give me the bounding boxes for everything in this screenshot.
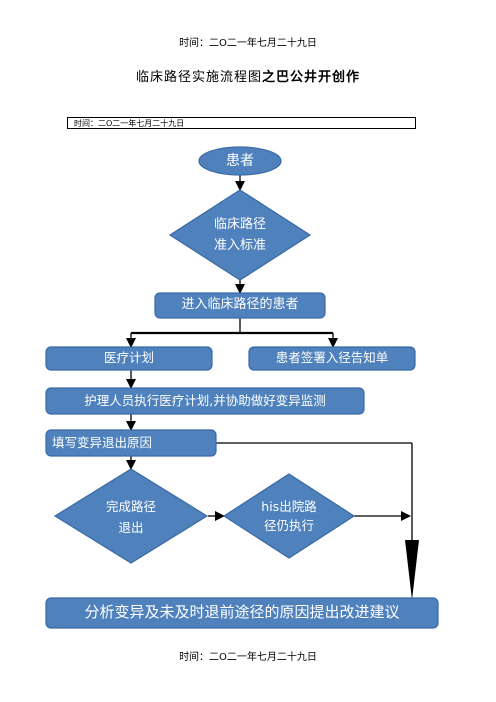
node-entered xyxy=(154,292,326,319)
big-arrowhead xyxy=(405,540,419,600)
node-plan xyxy=(45,346,213,371)
node-patient xyxy=(198,146,282,176)
page-footer: 时间：二O二一年七月二十九日 xyxy=(179,652,317,663)
page-header: 时间：二O二一年七月二十九日 xyxy=(179,38,317,49)
connectors xyxy=(126,174,413,560)
node-analysis xyxy=(45,597,439,629)
label-nurse: 护理人员执行医疗计划,并协助做好变异监测 xyxy=(84,393,326,408)
label-his-2: 径仍执行 xyxy=(263,518,314,533)
page-title: 临床路径实施流程图之巴公井开创作 xyxy=(0,66,496,85)
label-complete-1: 完成路径 xyxy=(105,499,156,514)
label-plan: 医疗计划 xyxy=(103,350,154,365)
node-his xyxy=(222,473,356,559)
label-consent: 患者签署入径告知单 xyxy=(275,350,389,365)
label-his-1: his出院路 xyxy=(261,499,317,514)
node-nurse xyxy=(45,387,365,415)
label-criteria-1: 临床路径 xyxy=(213,217,266,232)
label-variation: 填写变异退出原因 xyxy=(52,435,153,450)
node-variation xyxy=(45,429,217,457)
nodes xyxy=(45,146,439,629)
title-suffix: 之巴公井开创作 xyxy=(262,70,361,85)
label-complete-2: 退出 xyxy=(118,520,144,535)
node-complete xyxy=(53,468,209,564)
label-criteria-2: 准入标准 xyxy=(213,238,266,253)
node-criteria xyxy=(168,189,312,281)
label-entered: 进入临床路径的患者 xyxy=(181,297,299,312)
time-box: 时间：二O二一年七月二十九日 xyxy=(67,117,416,129)
title-main: 临床路径实施流程图 xyxy=(135,70,262,85)
label-patient: 患者 xyxy=(226,153,254,169)
label-analysis: 分析变异及未及时退前途径的原因提出改进建议 xyxy=(84,603,400,621)
node-consent xyxy=(248,346,416,371)
